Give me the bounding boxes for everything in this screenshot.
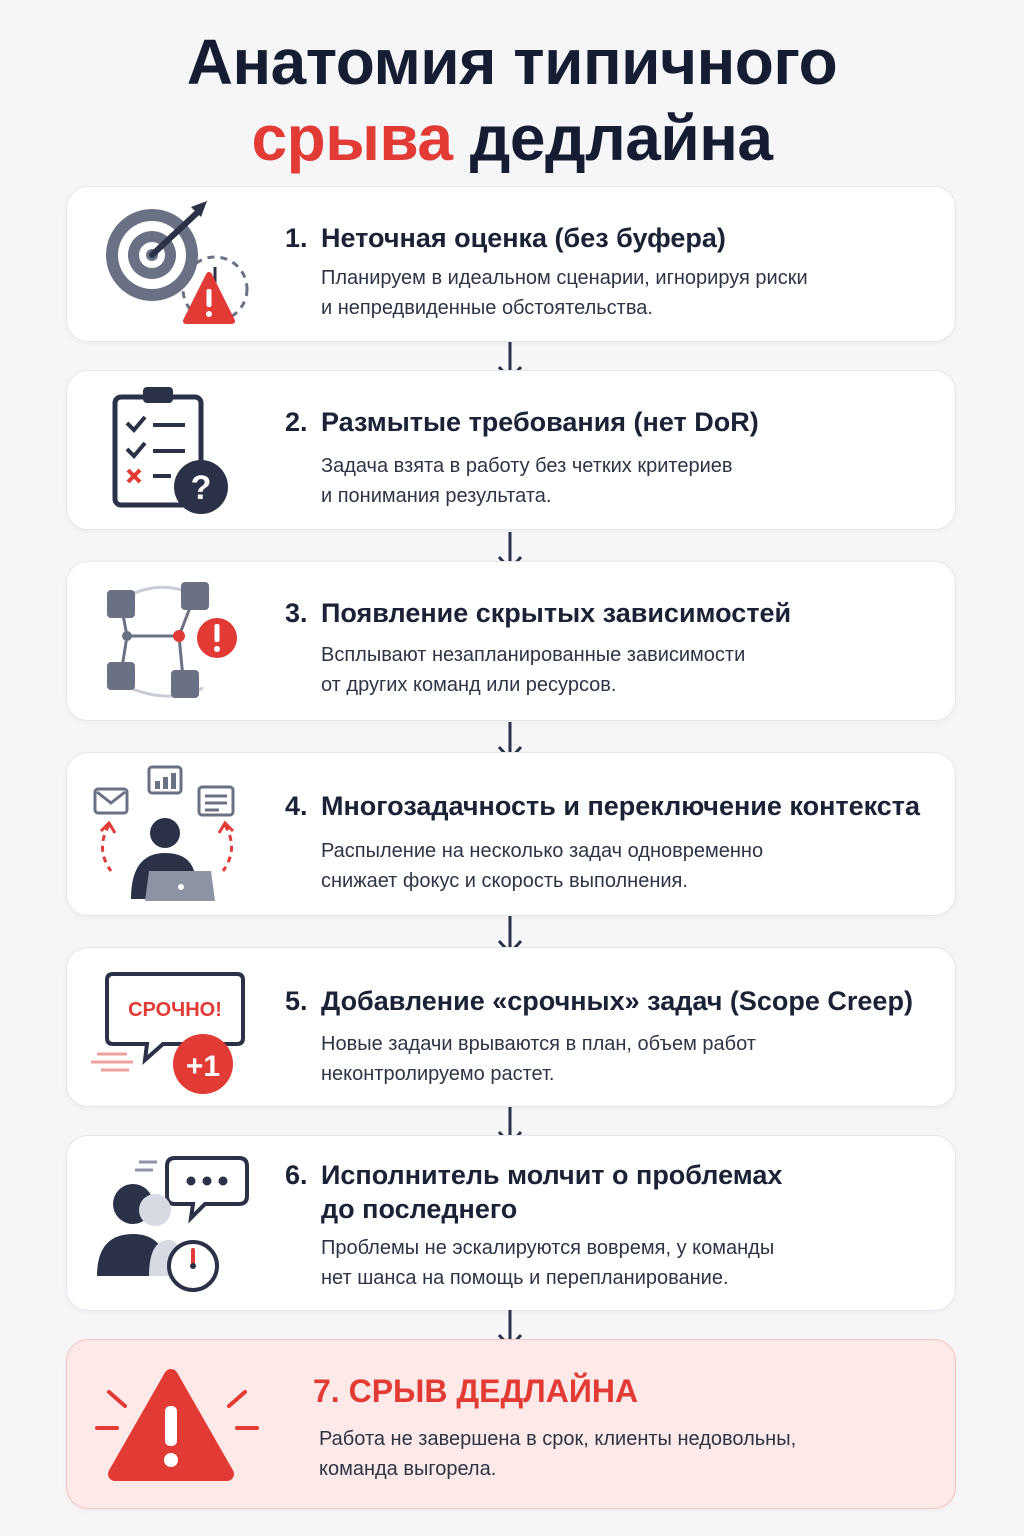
urgent-label: СРОЧНО! — [128, 999, 222, 1021]
final-description: Работа не завершена в срок, клиенты недо… — [319, 1428, 797, 1480]
title-line-2: срыва дедлайна — [0, 100, 1024, 176]
step-card-1: 1.Неточная оценка (без буфера) Планируем… — [66, 186, 956, 342]
svg-text:?: ? — [191, 469, 212, 507]
page-title: Анатомия типичного срыва дедлайна — [0, 24, 1024, 176]
title-dark-word: дедлайна — [469, 102, 773, 174]
title-red-word: срыва — [251, 102, 453, 174]
dependency-graph-icon — [87, 574, 267, 714]
step-title: 5.Добавление «срочных» задач (Scope Cree… — [285, 986, 913, 1016]
clipboard-question-icon: ? — [87, 379, 267, 519]
step-description: Распыление на несколько задач одновремен… — [321, 840, 764, 892]
step-card-4: 4.Многозадачность и переключение контекс… — [66, 752, 956, 916]
title-line-1: Анатомия типичного — [186, 26, 838, 98]
step-title: 1.Неточная оценка (без буфера) — [285, 223, 726, 253]
step-description: Задача взята в работу без четких критери… — [321, 455, 733, 507]
step-title: 4.Многозадачность и переключение контекс… — [285, 791, 921, 821]
step-card-5: СРОЧНО! +1 5.Добавление «срочных» задач … — [66, 947, 956, 1107]
final-title: 7. СРЫВ ДЕДЛАЙНА — [313, 1373, 639, 1409]
step-card-3: 3.Появление скрытых зависимостей Всплыва… — [66, 561, 956, 721]
step-description: Планируем в идеальном сценарии, игнориру… — [321, 267, 808, 319]
silent-person-clock-icon — [87, 1150, 267, 1300]
plus-one-badge: +1 — [186, 1050, 220, 1083]
step-card-2: ? 2.Размытые требования (нет DoR) Задача… — [66, 370, 956, 530]
step-description: Новые задачи врываются в план, объем раб… — [321, 1033, 756, 1085]
step-title: 3.Появление скрытых зависимостей — [285, 598, 792, 628]
final-card: 7. СРЫВ ДЕДЛАЙНА Работа не завершена в с… — [66, 1339, 956, 1509]
multitasking-person-icon — [87, 761, 267, 909]
step-description: Проблемы не эскалируются вовремя, у кома… — [321, 1237, 775, 1289]
step-title: 2.Размытые требования (нет DoR) — [285, 407, 759, 437]
warning-triangle-icon — [87, 1358, 267, 1498]
urgent-bubble-icon: СРОЧНО! +1 — [87, 960, 267, 1100]
target-warning-icon — [87, 197, 267, 337]
